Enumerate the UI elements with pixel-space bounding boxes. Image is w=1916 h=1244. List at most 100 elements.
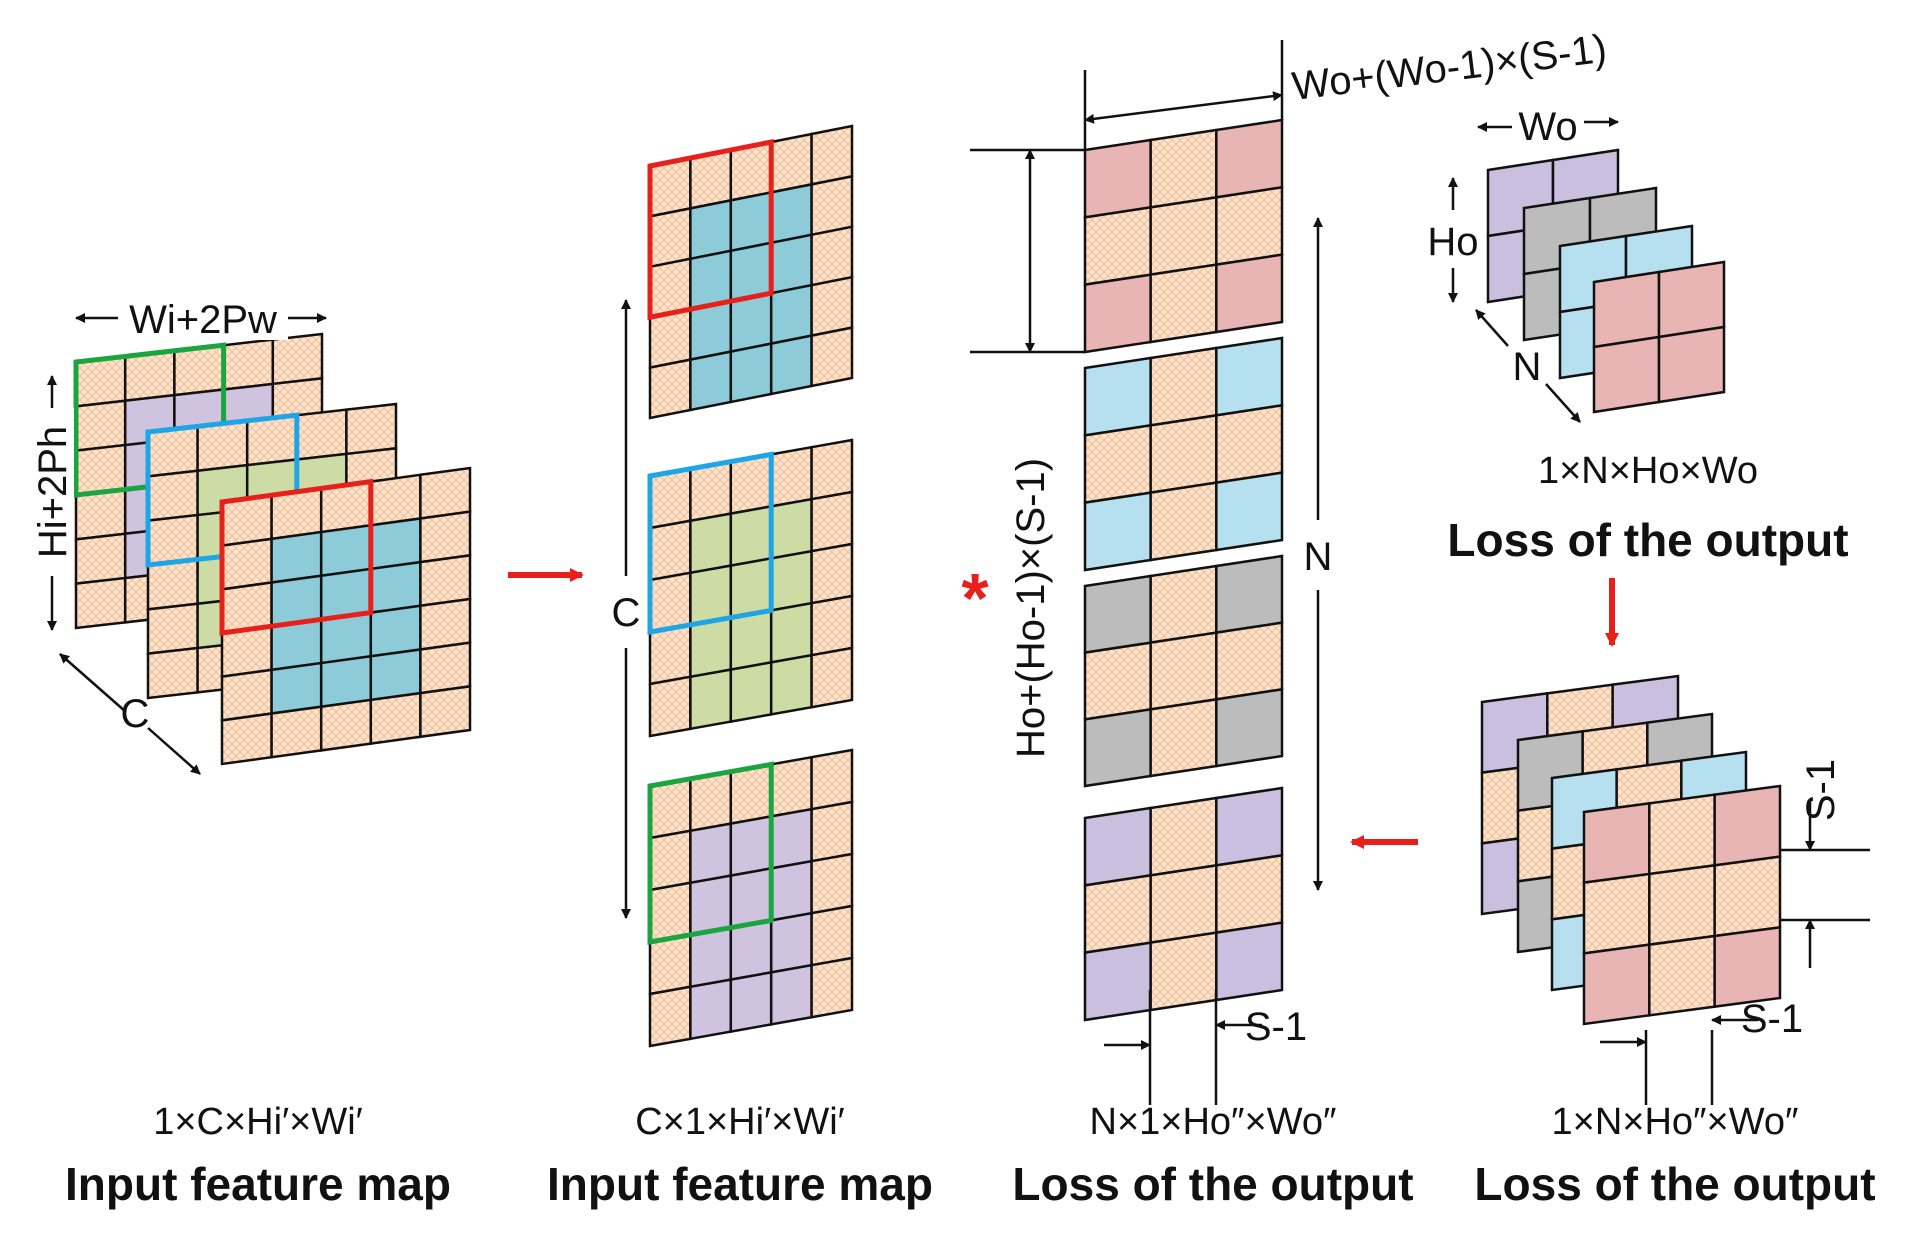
grid-cell xyxy=(810,594,854,657)
dilated-loss-purple xyxy=(1083,786,1284,1022)
grid-cell xyxy=(1149,195,1218,277)
label-wi-2pw: Wi+2Pw xyxy=(129,298,277,342)
labels: Wi+2Pw Hi+2Ph C C Wo+(Wo-1)×(S-1) Ho+(Ho… xyxy=(30,27,1876,1210)
top-right-title: Loss of the output xyxy=(1447,514,1848,566)
grid-cell xyxy=(689,198,733,261)
kernel-window-frame xyxy=(647,138,774,321)
grid-cell xyxy=(222,338,275,391)
grid-cell xyxy=(769,755,813,818)
grid-cell xyxy=(769,807,813,870)
label-s1-right-top: S-1 xyxy=(1799,759,1843,821)
grid-cell xyxy=(270,530,323,584)
grid-cell xyxy=(1149,128,1218,209)
grid-cell xyxy=(173,343,225,397)
grid-cell xyxy=(146,602,199,656)
grid-cell xyxy=(1083,491,1152,572)
col3-title: Loss of the output xyxy=(1012,1158,1413,1210)
grid-cell xyxy=(74,576,127,630)
grid-cell xyxy=(1215,621,1284,701)
grid-cell xyxy=(689,926,733,989)
dilated-loss-blue xyxy=(1083,336,1284,572)
grid-cell xyxy=(74,532,127,586)
grid-cell xyxy=(648,881,692,944)
grid-cell xyxy=(1083,273,1152,354)
grid-cell xyxy=(769,445,813,508)
grid-cell xyxy=(123,349,176,403)
grid-cell xyxy=(1083,641,1152,721)
grid-cell xyxy=(729,504,773,568)
grid-cell xyxy=(1149,931,1218,1012)
grid-cell xyxy=(769,859,813,922)
grid-cell xyxy=(1215,336,1284,417)
grid-cell xyxy=(1592,270,1661,349)
grid-cell xyxy=(729,608,773,672)
grid-cell xyxy=(729,970,773,1034)
label-s1-bottom-mid: S-1 xyxy=(1245,1005,1307,1049)
grid-cell xyxy=(146,558,199,611)
kernel-window-frame xyxy=(647,451,774,635)
grid-cell xyxy=(419,466,472,520)
grid-cell xyxy=(1215,554,1284,635)
grid-cell xyxy=(1083,873,1152,955)
grid-cell xyxy=(270,661,323,715)
grid-cell xyxy=(1592,335,1661,414)
grid-cell xyxy=(1083,574,1152,655)
input-map-front xyxy=(219,466,472,766)
grid-cell xyxy=(769,132,813,194)
grid-cell xyxy=(1149,631,1218,711)
grid-cell xyxy=(810,124,854,186)
col2-title: Input feature map xyxy=(547,1158,933,1210)
grid-cell xyxy=(810,852,854,915)
grid-cell xyxy=(1648,863,1716,947)
grid-cell xyxy=(648,777,692,840)
grid-cell xyxy=(1215,253,1284,334)
grid-cell xyxy=(1149,263,1218,344)
grid-cell xyxy=(729,814,773,878)
grid-cell xyxy=(1215,118,1284,199)
grid-cell xyxy=(689,350,733,412)
top-right-shape: 1×N×Ho×Wo xyxy=(1538,450,1758,492)
grid-cell xyxy=(1215,185,1284,267)
grid-cell xyxy=(419,684,472,739)
grid-cell xyxy=(729,556,773,620)
grid-cell xyxy=(689,978,733,1041)
grid-cell xyxy=(810,646,854,709)
grid-cell xyxy=(769,601,813,664)
grid-cell xyxy=(1083,941,1152,1022)
grid-cell xyxy=(1215,687,1284,768)
grid-cell xyxy=(689,770,733,833)
grid-cell xyxy=(810,275,854,338)
grid-cell xyxy=(369,604,422,658)
grid-cell xyxy=(146,513,199,567)
grid-cell xyxy=(810,174,854,237)
grid-cell xyxy=(810,490,854,553)
grid-cell xyxy=(1215,853,1284,935)
grid-cell xyxy=(220,537,273,591)
grid-cell xyxy=(648,985,692,1048)
grid-cell xyxy=(74,354,127,408)
grid-cell xyxy=(648,358,692,420)
grid-cell xyxy=(810,956,854,1019)
kernel-window-frame xyxy=(647,761,774,945)
grid-cell xyxy=(648,623,692,686)
grid-cell xyxy=(769,963,813,1026)
grid-cell xyxy=(1149,863,1218,945)
grid-cell xyxy=(769,653,813,716)
col4-title: Loss of the output xyxy=(1474,1158,1875,1210)
grid-cell xyxy=(1083,423,1152,505)
grid-cell xyxy=(689,564,733,627)
grid-cell xyxy=(271,332,324,386)
grid-cell xyxy=(74,399,127,453)
grid-cell xyxy=(369,517,422,571)
grid-cell xyxy=(648,519,692,582)
grid-cell xyxy=(146,425,199,478)
grid-cell xyxy=(1215,403,1284,485)
grid-cell xyxy=(769,233,813,295)
grid-cell xyxy=(220,668,273,722)
grid-cell xyxy=(270,705,323,759)
col2-shape: C×1×Hi′×Wi′ xyxy=(635,1101,845,1143)
grid-cell xyxy=(1149,413,1218,495)
grid-cell xyxy=(648,829,692,892)
grid-cell xyxy=(648,933,692,996)
